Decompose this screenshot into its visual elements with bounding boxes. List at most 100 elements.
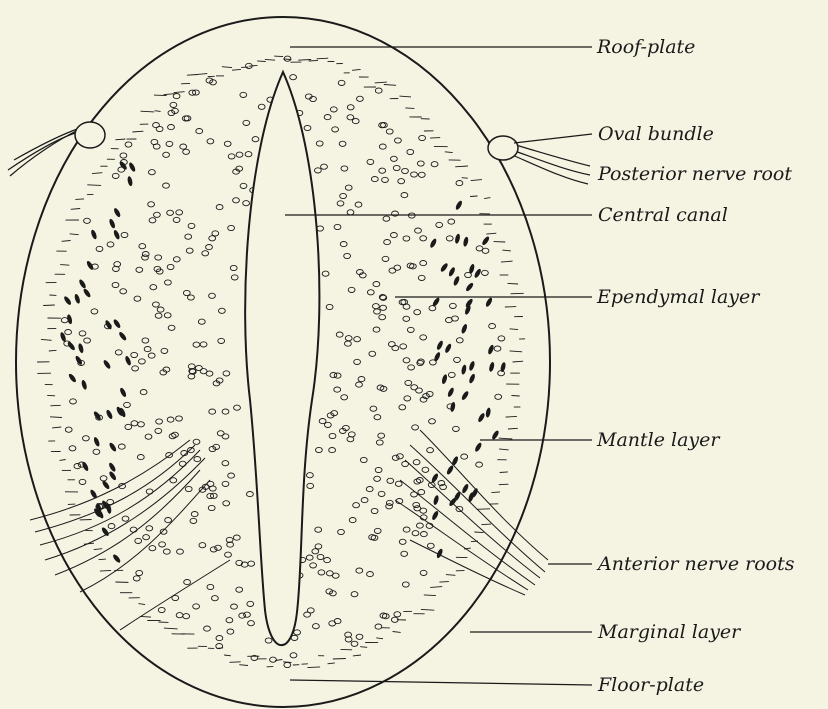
marginal-hatch-stroke <box>375 82 387 83</box>
nucleus-cell <box>248 621 255 626</box>
neuroblast-cell <box>447 387 455 398</box>
nucleus-cell <box>345 185 352 190</box>
nucleus-cell <box>374 309 381 314</box>
neuroblast-cell <box>124 355 132 366</box>
nucleus-cell <box>419 135 426 140</box>
nucleus-cell <box>193 604 200 609</box>
oval-bundle-left <box>75 122 105 148</box>
nucleus-cell <box>353 503 360 508</box>
marginal-hatch-stroke <box>499 438 513 439</box>
marginal-hatch-stroke <box>405 108 414 109</box>
nucleus-cell <box>370 406 377 411</box>
marginal-hatch-stroke <box>224 655 231 656</box>
neuroblast-cell <box>74 293 81 304</box>
nucleus-cell <box>79 331 86 336</box>
marginal-hatch-stroke <box>249 65 258 66</box>
marginal-hatch-stroke <box>155 111 161 112</box>
nucleus-cell <box>144 347 151 352</box>
neuroblast-cell <box>118 160 128 171</box>
neuroblast-cell <box>108 218 116 229</box>
nucleus-cell <box>222 409 229 414</box>
nucleus-cell <box>163 183 170 188</box>
nucleus-cell <box>413 502 420 507</box>
nucleus-cell <box>340 242 347 247</box>
nucleus-cell <box>420 236 427 241</box>
nucleus-cell <box>161 348 168 353</box>
marginal-hatch-stroke <box>491 492 500 493</box>
nucleus-cell <box>316 141 323 146</box>
nucleus-cell <box>120 153 127 158</box>
nucleus-cell <box>354 359 361 364</box>
neuroblast-cell <box>446 465 455 476</box>
neuroblast-cell <box>468 373 476 384</box>
nucleus-cell <box>420 261 427 266</box>
nucleus-cell <box>324 115 331 120</box>
marginal-hatch-stroke <box>115 139 125 140</box>
label-floor-plate: Floor-plate <box>598 676 704 695</box>
nucleus-cell <box>91 309 98 314</box>
nucleus-cell <box>418 490 425 495</box>
marginal-hatch-stroke <box>499 484 509 485</box>
nucleus-cell <box>173 217 180 222</box>
nucleus-cell <box>450 303 457 308</box>
nucleus-cell <box>448 219 455 224</box>
marginal-hatch-stroke <box>87 185 101 186</box>
neuroblast-cell <box>461 390 470 401</box>
nucleus-cell <box>223 501 230 506</box>
nucleus-cell <box>247 492 254 497</box>
nucleus-cell <box>415 228 422 233</box>
nucleus-cell <box>248 561 255 566</box>
nucleus-cell <box>294 630 301 635</box>
nucleus-cell <box>456 338 463 343</box>
nucleus-cell <box>137 455 144 460</box>
nucleus-cell <box>395 481 402 486</box>
marginal-hatch-stroke <box>421 609 434 610</box>
marginal-hatch-stroke <box>140 616 151 617</box>
nucleus-cell <box>411 172 418 177</box>
nucleus-cell <box>84 218 91 223</box>
nucleus-cell <box>347 210 354 215</box>
neuroblast-cell <box>108 442 117 453</box>
nucleus-cell <box>414 310 421 315</box>
nucleus-cell <box>167 264 174 269</box>
nucleus-cell <box>196 365 203 370</box>
nucleus-cell <box>379 315 386 320</box>
neuroblast-cell <box>113 207 122 218</box>
nucleus-cell <box>431 162 438 167</box>
marginal-hatch-stroke <box>49 350 57 351</box>
nucleus-cell <box>412 425 419 430</box>
nucleus-cell <box>125 142 132 147</box>
nucleus-cell <box>149 170 156 175</box>
nucleus-cell <box>312 549 319 554</box>
nucleus-cell <box>402 582 409 587</box>
nucleus-cell <box>115 350 122 355</box>
nucleus-cell <box>290 75 297 80</box>
nucleus-cell <box>136 570 143 575</box>
marginal-hatch-stroke <box>511 396 519 397</box>
neuroblast-cell <box>66 314 73 325</box>
nucleus-cell <box>400 344 407 349</box>
nucleus-cell <box>215 545 222 550</box>
nucleus-cell <box>207 139 214 144</box>
nucleus-cell <box>446 236 453 241</box>
neuroblast-cell <box>77 343 84 354</box>
nucleus-cell <box>344 253 351 258</box>
nucleus-cell <box>244 612 251 617</box>
nucleus-cell <box>337 201 344 206</box>
nucleus-cell <box>142 252 149 257</box>
nucleus-cell <box>148 353 155 358</box>
marginal-hatch-stroke <box>132 131 143 132</box>
nucleus-cell <box>135 538 142 543</box>
nucleus-cell <box>386 504 393 509</box>
nucleus-cell <box>131 352 138 357</box>
nucleus-cell <box>155 255 162 260</box>
nucleus-cell <box>140 390 147 395</box>
nucleus-cell <box>149 546 156 551</box>
neuroblast-cell <box>78 278 87 289</box>
nucleus-cell <box>121 232 128 237</box>
neuroblast-cell <box>63 295 72 306</box>
nucleus-cell <box>373 282 380 287</box>
neuroblast-cell <box>481 235 490 246</box>
nucleus-cell <box>176 416 183 421</box>
nucleus-cell <box>358 377 365 382</box>
